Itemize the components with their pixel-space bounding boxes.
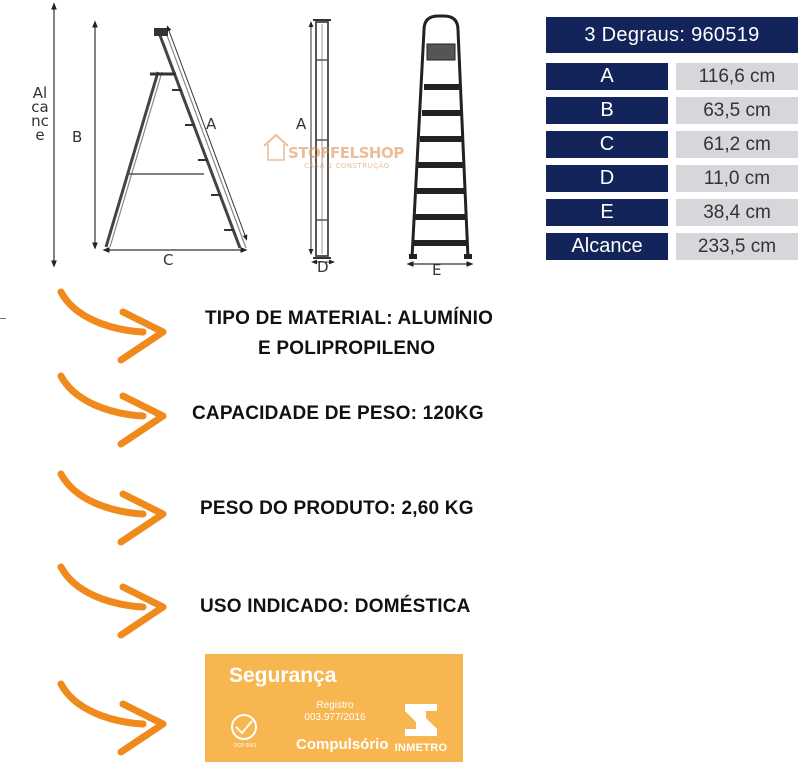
watermark-subtitle: CASA E CONSTRUÇÃO bbox=[304, 162, 390, 170]
d-label: D bbox=[317, 258, 329, 276]
b-label: B bbox=[72, 128, 83, 146]
inmetro-text: INMETRO bbox=[394, 742, 448, 754]
spec-row: B 63,5 cm bbox=[546, 97, 798, 124]
spec-key: C bbox=[546, 131, 668, 158]
a-side-label: A bbox=[206, 115, 217, 133]
a-folded-label: A bbox=[296, 115, 307, 133]
e-label: E bbox=[432, 261, 442, 279]
spec-row: E 38,4 cm bbox=[546, 199, 798, 226]
feature-material-line1: TIPO DE MATERIAL: ALUMÍNIO bbox=[205, 308, 494, 329]
feature-capacity: CAPACIDADE DE PESO: 120KG bbox=[192, 403, 484, 424]
spec-row: D 11,0 cm bbox=[546, 165, 798, 192]
inmetro-safety-badge: Segurança Registro 003.977/2016 OCP 0061… bbox=[205, 654, 463, 762]
badge-registro-label: Registro bbox=[316, 700, 354, 711]
spec-key: A bbox=[546, 63, 668, 90]
ladder-folded-view bbox=[313, 19, 331, 259]
ladder-front-view bbox=[409, 14, 472, 259]
feature-usage: USO INDICADO: DOMÉSTICA bbox=[200, 596, 471, 617]
ladder-side-view bbox=[104, 28, 247, 249]
inmetro-logo-icon bbox=[405, 704, 437, 736]
orange-arrow-icon bbox=[57, 563, 167, 639]
spec-value: 233,5 cm bbox=[676, 233, 798, 260]
spec-key: Alcance bbox=[546, 233, 668, 260]
badge-title: Segurança bbox=[229, 664, 337, 687]
spec-key: E bbox=[546, 199, 668, 226]
badge-registro-number: 003.977/2016 bbox=[304, 712, 366, 723]
spec-value: 63,5 cm bbox=[676, 97, 798, 124]
a-side-dimension-line bbox=[166, 25, 248, 241]
spec-key: B bbox=[546, 97, 668, 124]
orange-arrow-icon bbox=[57, 680, 167, 756]
feature-weight: PESO DO PRODUTO: 2,60 KG bbox=[200, 498, 474, 519]
spec-row: C 61,2 cm bbox=[546, 131, 798, 158]
spec-value: 38,4 cm bbox=[676, 199, 798, 226]
orange-arrow-icon bbox=[57, 470, 167, 546]
badge-seal-text: OCP 0061 bbox=[233, 743, 257, 749]
spec-key: D bbox=[546, 165, 668, 192]
alcance-label: Alcance bbox=[31, 84, 49, 144]
feature-material-line2: E POLIPROPILENO bbox=[258, 338, 436, 359]
house-icon bbox=[263, 133, 289, 161]
ladder-drawings bbox=[51, 2, 474, 268]
store-watermark: STOFFELSHOP CASA E CONSTRUÇÃO bbox=[262, 130, 422, 174]
stray-mark bbox=[0, 318, 6, 319]
spec-value: 61,2 cm bbox=[676, 131, 798, 158]
orange-arrow-icon bbox=[57, 372, 167, 448]
orange-arrow-icon bbox=[57, 288, 167, 364]
ladder-dimension-diagram: Alcance B A C A D E STOFFELSHOP CASA E C… bbox=[0, 0, 540, 285]
c-label: C bbox=[163, 251, 174, 269]
certification-seal-icon bbox=[231, 714, 257, 740]
badge-registro: Registro 003.977/2016 bbox=[285, 700, 385, 724]
spec-row: A 116,6 cm bbox=[546, 63, 798, 90]
spec-row: Alcance 233,5 cm bbox=[546, 233, 798, 260]
spec-value: 116,6 cm bbox=[676, 63, 798, 90]
watermark-brand: STOFFELSHOP bbox=[288, 144, 404, 162]
badge-compulsorio: Compulsório bbox=[296, 736, 389, 753]
spec-table-header: 3 Degraus: 960519 bbox=[546, 17, 798, 53]
spec-value: 11,0 cm bbox=[676, 165, 798, 192]
